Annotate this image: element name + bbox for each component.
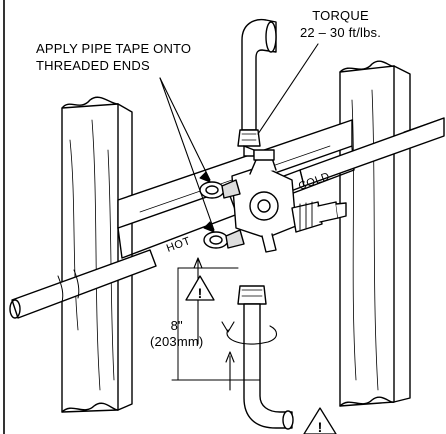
rotation-arrow	[226, 325, 278, 345]
right-stud	[339, 60, 411, 407]
hot-label: HOT	[165, 235, 192, 255]
torque-leader	[257, 43, 319, 135]
lower-riser-pipe	[237, 285, 294, 430]
warning-symbol: !	[185, 275, 215, 301]
dimension-line	[171, 267, 261, 381]
rotation-arrow-head	[221, 321, 235, 333]
lift-arrows	[193, 257, 235, 391]
upper-left-fitting	[199, 179, 241, 199]
torque-callout: TORQUE 22 – 30 ft/lbs.	[300, 7, 381, 41]
hot-supply-pipe	[9, 249, 157, 319]
pipe-tape-callout: APPLY PIPE TAPE ONTO THREADED ENDS	[36, 40, 191, 74]
pipe-tape-leaders	[159, 77, 215, 233]
dimension-imperial: 8"	[170, 318, 183, 333]
torque-title: TORQUE	[312, 8, 369, 23]
pipe-tape-line-1: APPLY PIPE TAPE ONTO	[36, 41, 192, 56]
dimension-metric: (203mm)	[150, 334, 204, 349]
pipe-tape-line-2: THREADED ENDS	[36, 58, 150, 73]
warning-symbol: !	[303, 407, 337, 434]
warning-mark: !	[318, 419, 323, 434]
warning-mark: !	[198, 285, 203, 301]
dimension-label: 8" (203mm)	[150, 318, 203, 350]
top-riser-pipe	[237, 18, 277, 157]
lower-left-fitting	[203, 229, 245, 249]
torque-value: 22 – 30 ft/lbs.	[300, 25, 382, 40]
valve-body	[231, 149, 347, 253]
